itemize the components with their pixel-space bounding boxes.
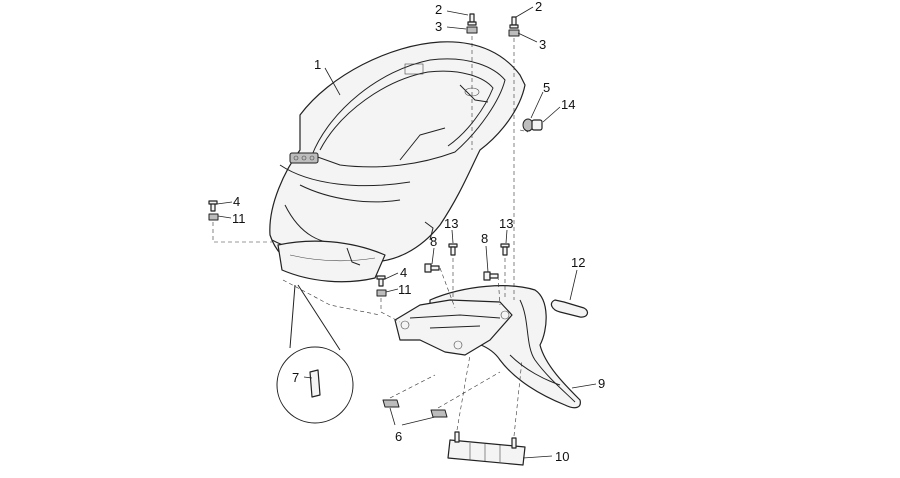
screw-4a: [208, 200, 218, 212]
bolt-8a: [424, 263, 440, 273]
callout-8-left: 8: [430, 234, 437, 249]
callout-9: 9: [598, 376, 605, 391]
callout-11-middle: 11: [398, 282, 412, 297]
callout-1: 1: [314, 57, 321, 72]
callout-8-right: 8: [481, 231, 488, 246]
clip-6a: [382, 399, 400, 408]
screw-13a: [448, 243, 458, 256]
license-plate-holder-10: [447, 431, 526, 466]
callout-14: 14: [561, 97, 575, 112]
callout-5: 5: [543, 80, 550, 95]
bolt-8b: [483, 271, 499, 281]
assembly-lines: [212, 36, 529, 437]
reflector-12: [550, 299, 589, 318]
callout-3-right: 3: [539, 37, 546, 52]
callout-13-right: 13: [499, 216, 513, 231]
callout-4-left: 4: [233, 194, 240, 209]
detail-magnifier-7: [276, 284, 354, 424]
callout-labels: 1 2 3 2 3 5 14 4 11 13 13 8 8 4 11 12 7 …: [232, 0, 605, 464]
callout-12: 12: [571, 255, 585, 270]
spacer-14: [531, 119, 543, 131]
callout-13-left: 13: [444, 216, 458, 231]
screw-2a: [467, 13, 477, 26]
rear-mudguard-9: [394, 285, 581, 409]
callout-3-left: 3: [435, 19, 442, 34]
screw-2b: [509, 16, 519, 29]
callout-6: 6: [395, 429, 402, 444]
nut-3b: [508, 29, 520, 37]
nut-11a: [208, 213, 219, 221]
leader-lines: [216, 6, 597, 459]
nut-11b: [376, 289, 387, 297]
callout-10: 10: [555, 449, 569, 464]
clip-6b: [430, 409, 448, 418]
callout-4-middle: 4: [400, 265, 407, 280]
callout-7: 7: [292, 370, 299, 385]
nut-3a: [466, 26, 478, 34]
rear-body-cover: [269, 41, 526, 283]
screw-13b: [500, 243, 510, 256]
callout-2-left: 2: [435, 2, 442, 17]
screw-4b: [376, 275, 386, 287]
callout-11-left: 11: [232, 211, 246, 226]
callout-2-right: 2: [535, 0, 542, 14]
